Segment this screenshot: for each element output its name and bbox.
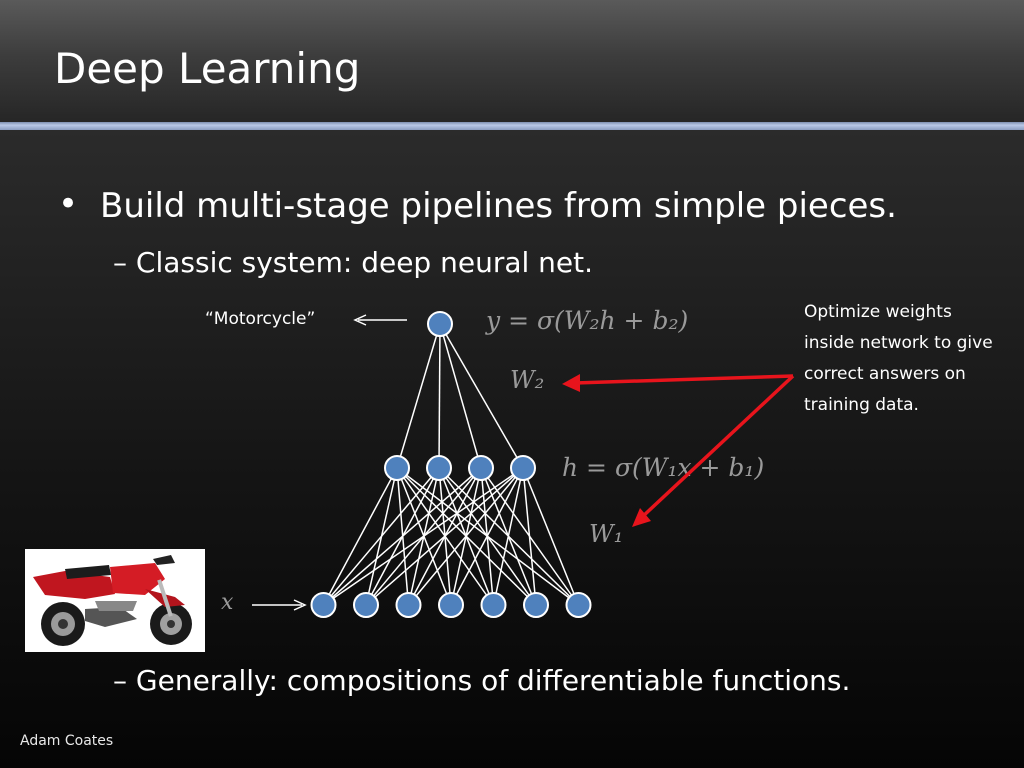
input-node bbox=[353, 592, 379, 618]
motorcycle-image-icon bbox=[25, 549, 205, 652]
equation-y: y = σ(W₂h + b₂) bbox=[486, 306, 689, 335]
input-node bbox=[438, 592, 464, 618]
sub-bullet-classic: – Classic system: deep neural net. bbox=[113, 246, 594, 279]
output-node bbox=[427, 311, 453, 337]
input-label-x: x bbox=[221, 590, 234, 615]
slide-title: Deep Learning bbox=[54, 44, 361, 93]
input-node bbox=[395, 592, 422, 618]
input-arrow-head bbox=[293, 599, 307, 611]
title-divider bbox=[0, 122, 1024, 130]
edge-hidden-input bbox=[522, 467, 580, 606]
equation-h: h = σ(W₁x + b₁) bbox=[562, 453, 765, 482]
edge-output-hidden bbox=[439, 323, 482, 469]
hidden-node bbox=[426, 455, 452, 481]
sub-bullet-generally: – Generally: compositions of differentia… bbox=[113, 664, 851, 697]
input-node bbox=[480, 592, 507, 618]
input-node bbox=[523, 592, 549, 618]
output-label: “Motorcycle” bbox=[205, 309, 316, 329]
edge-hidden-input bbox=[322, 467, 398, 606]
edge-hidden-input bbox=[322, 467, 440, 606]
hidden-node bbox=[468, 455, 494, 481]
bullet-marker: • bbox=[58, 184, 79, 224]
title-bar: Deep Learning bbox=[0, 0, 1024, 122]
edge-hidden-input bbox=[450, 467, 524, 606]
hidden-node bbox=[510, 455, 536, 481]
diagram-arrows bbox=[252, 314, 795, 611]
input-node bbox=[565, 592, 592, 618]
edge-output-hidden bbox=[439, 323, 524, 469]
red-arrow-to-w1 bbox=[639, 374, 795, 520]
weight-label-w1: W₁ bbox=[589, 520, 624, 548]
red-arrowhead-w2 bbox=[562, 374, 580, 392]
weight-label-w2: W₂ bbox=[510, 366, 545, 394]
optimize-note: Optimize weights inside network to give … bbox=[804, 302, 993, 415]
edge-hidden-input bbox=[522, 467, 537, 606]
hidden-node bbox=[384, 455, 410, 481]
input-node bbox=[310, 592, 337, 618]
edge-hidden-input bbox=[365, 467, 524, 606]
author-footer: Adam Coates bbox=[20, 733, 114, 749]
output-arrow-head bbox=[353, 314, 367, 326]
network-nodes bbox=[310, 311, 592, 618]
edge-hidden-input bbox=[492, 467, 524, 606]
red-arrow-to-w2 bbox=[574, 374, 794, 385]
edge-output-hidden bbox=[438, 323, 441, 469]
main-bullet: Build multi-stage pipelines from simple … bbox=[100, 186, 897, 226]
edge-output-hidden bbox=[396, 323, 441, 469]
edge-hidden-input bbox=[323, 467, 524, 606]
edge-hidden-input bbox=[407, 467, 524, 606]
motorcycle-photo bbox=[25, 549, 205, 652]
network-edges bbox=[322, 323, 580, 606]
edge-hidden-input bbox=[323, 467, 482, 606]
red-arrowhead-w1 bbox=[632, 508, 651, 527]
